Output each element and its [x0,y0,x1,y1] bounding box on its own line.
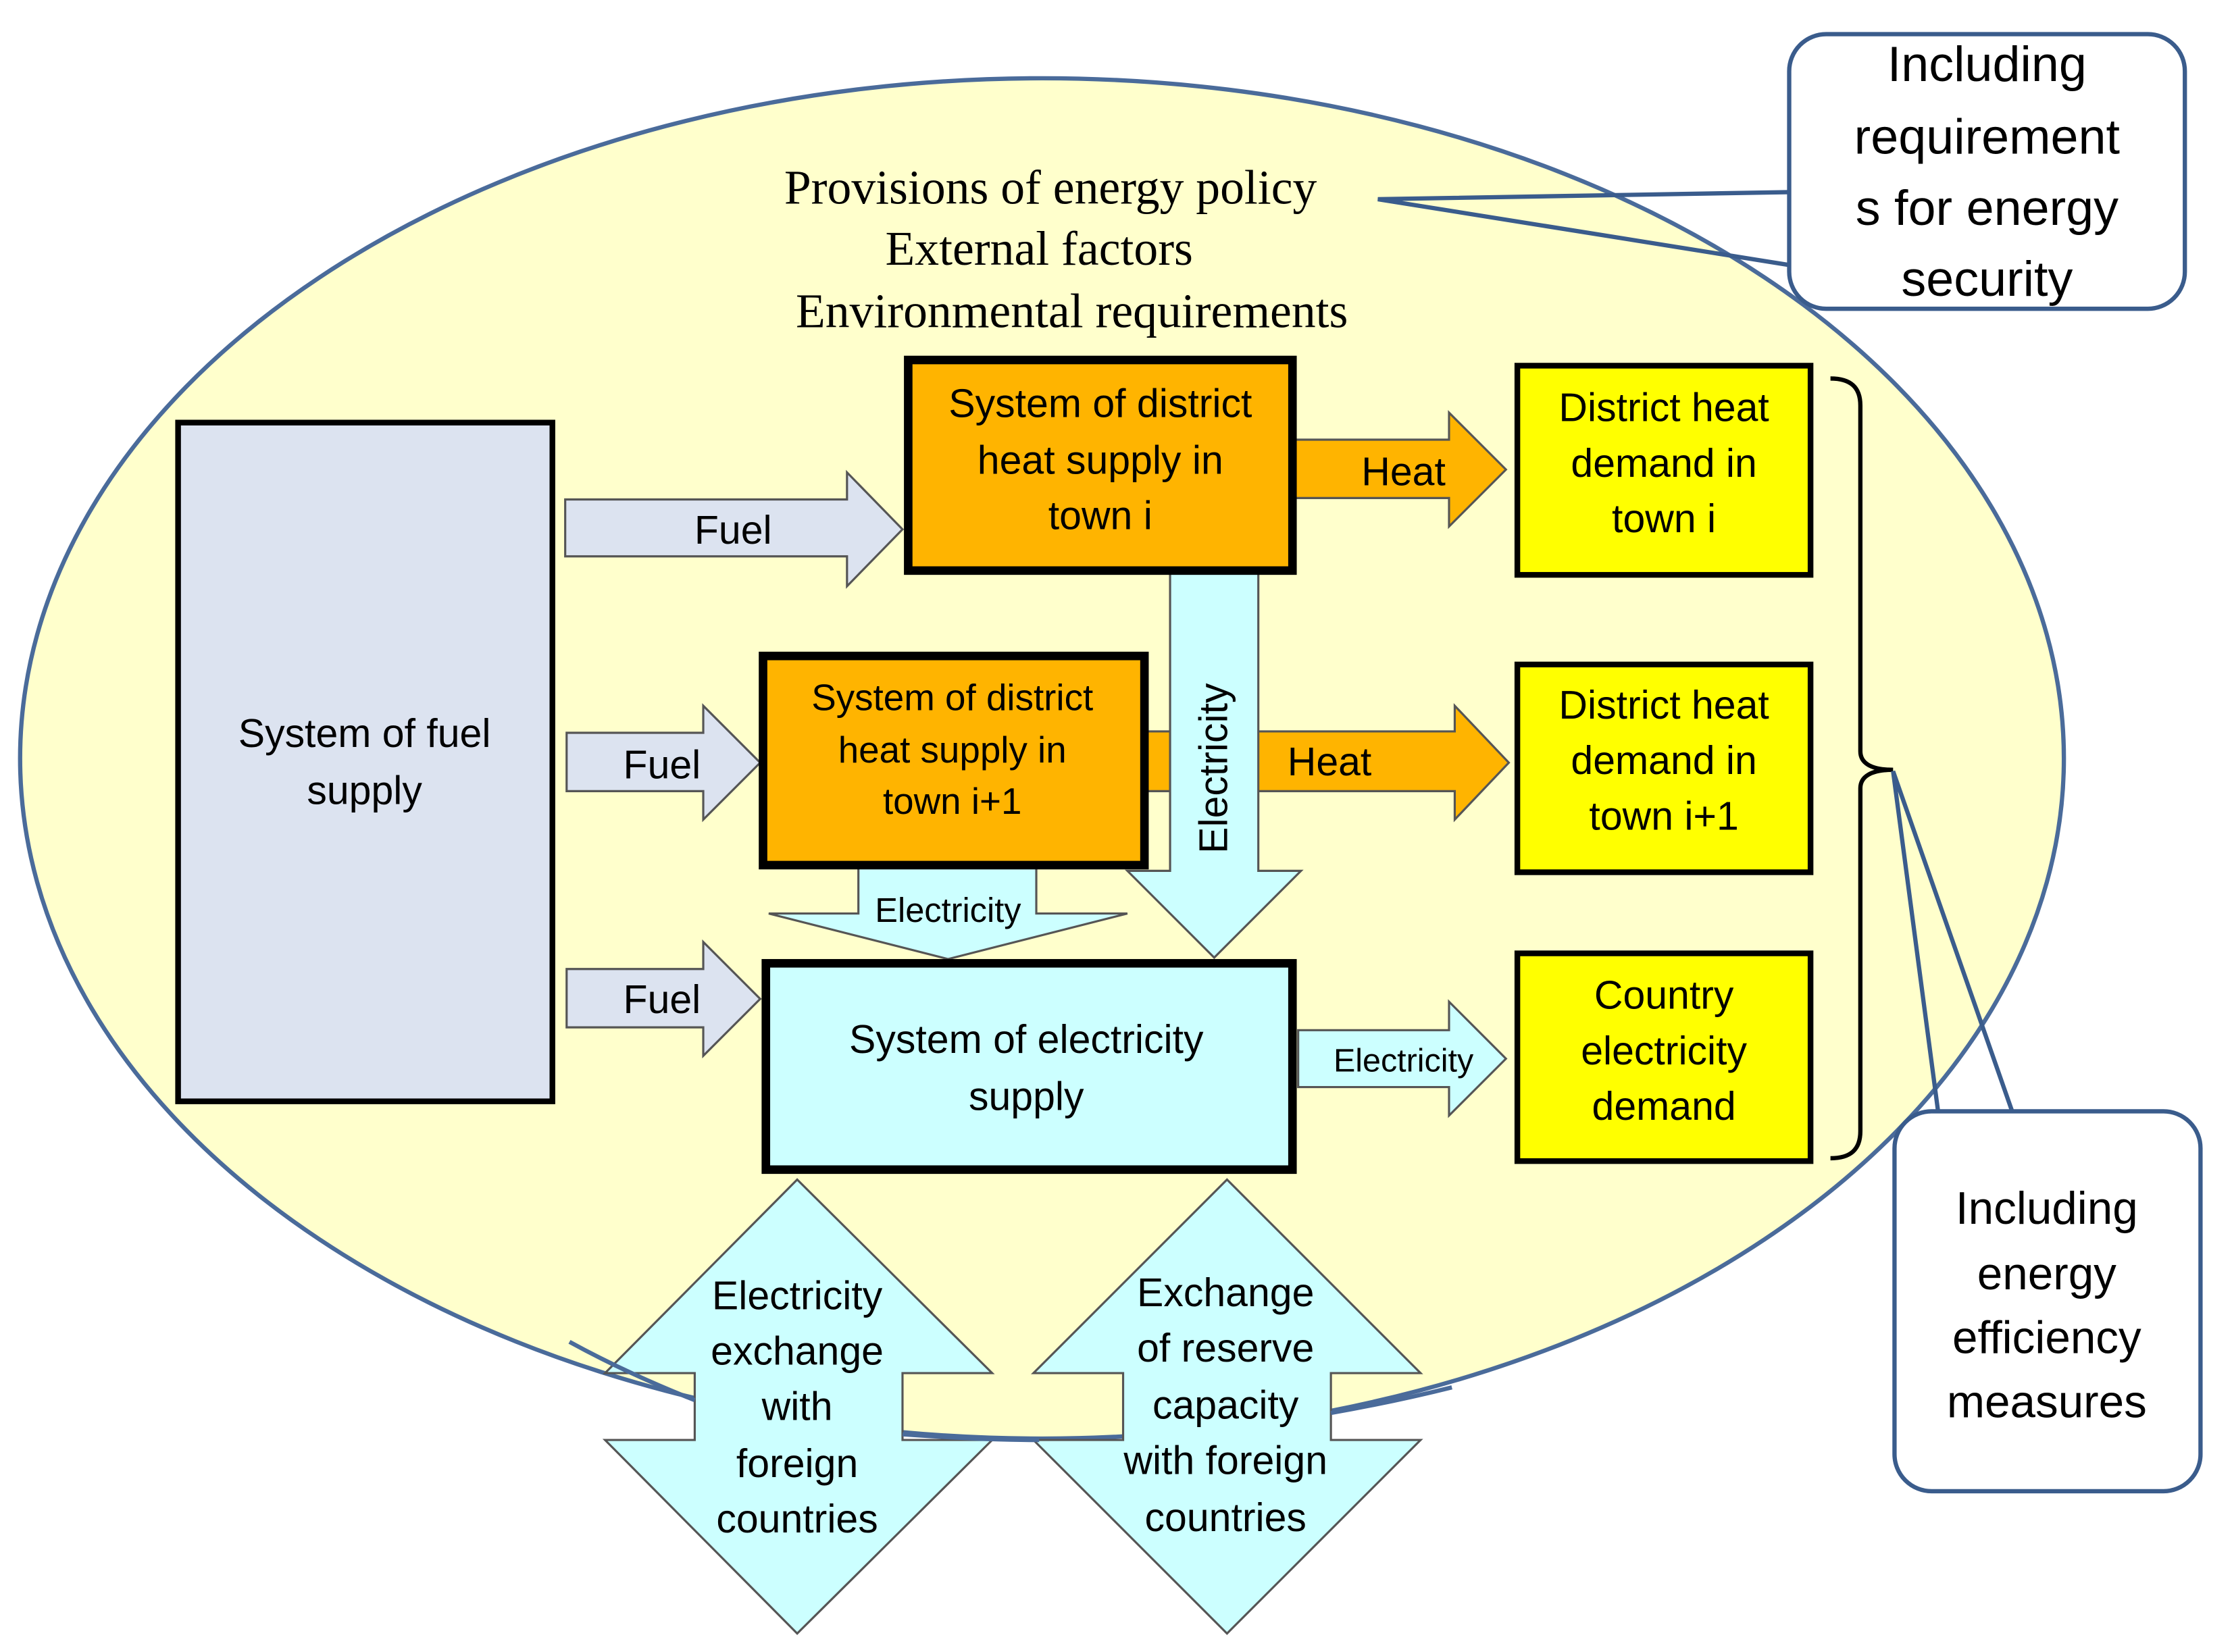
reserve-exchange-label: of reserve [1137,1326,1314,1370]
efficiency-callout-pointer [1891,770,2015,1116]
efficiency-callout-line: efficiency [1952,1313,2141,1364]
heat-arrow-top-label: Heat [1361,449,1446,494]
reserve-exchange-label: capacity [1152,1383,1299,1427]
heat-arrow-top [1290,410,1508,530]
electricity-arrow-vertical-label: Electricity [1191,683,1236,854]
heat-demand-town-i-label: demand in [1571,441,1756,486]
ellipse-edge-left [568,1339,696,1403]
security-callout-line: requirement [1854,109,2120,165]
heat-supply-town-i-label: town i [1048,494,1152,538]
electricity-exchange-label: with [761,1385,833,1429]
heat-demand-town-i1-box [1514,661,1814,875]
heat-supply-town-i-label: heat supply in [978,438,1223,483]
heat-supply-town-i1-label: town i+1 [883,780,1022,822]
electricity-arrow-down [768,867,1128,960]
fuel-supply-box [175,419,555,1104]
electricity-exchange-arrow [602,1178,995,1635]
fuel-arrow-top-label: Fuel [694,508,772,552]
electricity-demand-label: demand [1592,1084,1736,1129]
fuel-arrow-middle [565,703,762,823]
heat-demand-town-i-label: town i [1612,496,1716,541]
reserve-exchange-label: countries [1145,1495,1307,1540]
fuel-supply-label: supply [307,768,422,812]
reserve-exchange-label: with foreign [1123,1439,1327,1483]
energy-efficiency-callout [1892,1109,2203,1494]
demand-bracket [1830,376,1894,1161]
electricity-exchange-label: Electricity [712,1273,883,1318]
efficiency-callout-line: Including [1956,1183,2138,1234]
reserve-exchange-label: Exchange [1137,1270,1314,1315]
electricity-demand-box [1514,950,1814,1164]
heat-supply-town-i1-label: heat supply in [838,729,1067,771]
electricity-exchange-label: exchange [711,1328,884,1373]
fuel-arrow-bottom-label: Fuel [624,977,701,1022]
ellipse-edge-center [902,1432,1040,1443]
electricity-arrow-right [1297,999,1508,1118]
heat-demand-town-i1-label: District heat [1558,683,1769,727]
electricity-arrow-vertical [1125,571,1304,960]
energy-security-callout [1787,32,2187,311]
heat-demand-town-i-label: District heat [1558,386,1769,430]
efficiency-callout-line: measures [1947,1376,2147,1427]
heat-demand-town-i1-label: town i+1 [1589,794,1738,838]
heat-supply-town-i1-box [759,651,1149,870]
security-callout-line: security [1901,251,2073,307]
electricity-arrow-right-label: Electricity [1334,1042,1474,1079]
external-factors-text: External factors [886,222,1193,276]
efficiency-callout-line: energy [1977,1249,2116,1299]
electricity-demand-label: Country [1594,973,1734,1018]
electricity-demand-label: electricity [1581,1029,1747,1073]
heat-supply-town-i-label: System of district [948,381,1252,425]
environmental-requirements-text: Environmental requirements [796,285,1348,338]
electricity-exchange-label: countries [716,1497,878,1541]
security-callout-pointer [1377,190,1806,270]
fuel-arrow-top [564,469,905,589]
heat-arrow-middle-label: Heat [1288,740,1372,784]
reserve-capacity-exchange-arrow [1030,1178,1423,1635]
electricity-supply-box [761,958,1297,1175]
heat-demand-town-i1-label: demand in [1571,738,1756,783]
heat-demand-town-i-box [1514,363,1814,578]
context-factors: Provisions of energy policy External fac… [784,161,1348,338]
heat-supply-town-i1-label: System of district [811,676,1093,718]
fuel-arrow-middle-label: Fuel [624,742,701,787]
electricity-exchange-label: foreign [736,1441,858,1486]
ellipse-edge-right [1330,1385,1452,1416]
fuel-supply-label: System of fuel [238,711,491,756]
security-callout-line: Including [1887,36,2087,92]
electricity-supply-label: supply [969,1074,1084,1118]
electricity-supply-label: System of electricity [849,1017,1204,1062]
heat-supply-town-i-box [904,355,1297,575]
security-callout-line: s for energy [1856,180,2119,236]
energy-policy-text: Provisions of energy policy [784,161,1317,214]
fuel-arrow-bottom [565,939,762,1059]
electricity-arrow-down-label: Electricity [875,891,1021,929]
